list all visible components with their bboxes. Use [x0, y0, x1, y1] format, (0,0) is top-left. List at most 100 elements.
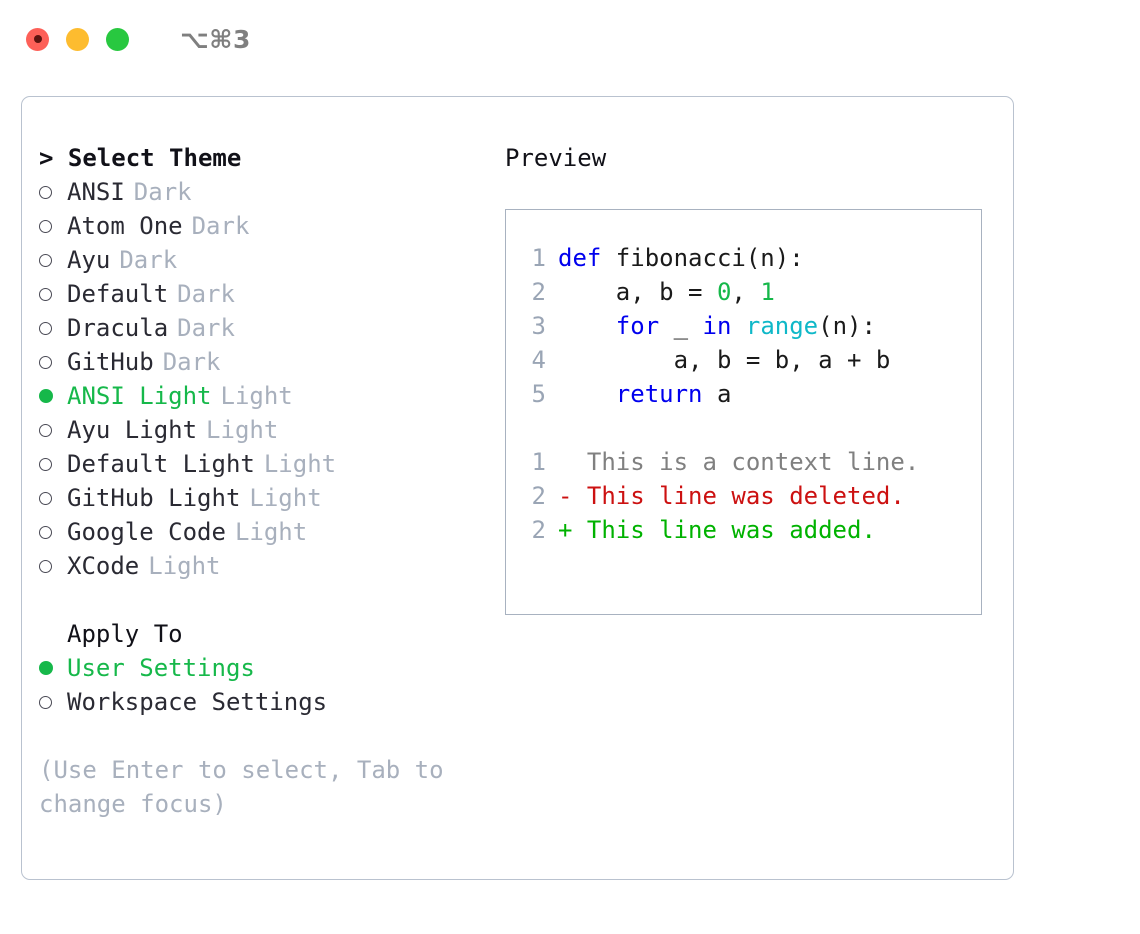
theme-category-tag: Dark	[119, 246, 178, 274]
radio-dot	[39, 185, 52, 199]
theme-name-label: Default	[67, 280, 169, 308]
diff-line-number: 2	[531, 516, 546, 544]
radio-dot	[39, 457, 52, 471]
code-token	[558, 312, 616, 340]
radio-empty-icon[interactable]	[39, 685, 67, 719]
code-token: def	[558, 244, 602, 272]
radio-empty-icon[interactable]	[39, 209, 67, 243]
code-line: 3 for _ in range(n):	[520, 309, 981, 343]
maximize-button-icon[interactable]	[106, 27, 129, 51]
code-token: a	[702, 380, 732, 408]
window-controls	[26, 27, 129, 51]
code-token: ,	[731, 278, 761, 306]
radio-dot	[39, 559, 52, 573]
radio-dot	[39, 253, 52, 267]
theme-name-label: ANSI Light	[67, 382, 212, 410]
code-token: 0	[716, 278, 732, 306]
theme-name-label: ANSI	[67, 178, 125, 206]
code-token: in	[702, 312, 732, 340]
radio-dot	[39, 219, 52, 233]
theme-category-tag: Light	[148, 552, 221, 580]
theme-list-item[interactable]: XCode Light	[39, 549, 484, 583]
apply-to-header: Apply To	[67, 620, 183, 648]
theme-category-tag: Dark	[177, 280, 235, 308]
radio-empty-icon[interactable]	[39, 243, 67, 277]
code-diff-separator	[520, 411, 981, 445]
radio-selected-icon[interactable]	[39, 379, 67, 413]
radio-empty-icon[interactable]	[39, 345, 67, 379]
window-titlebar: ⌥⌘3	[0, 0, 1140, 78]
theme-category-tag: Light	[263, 450, 337, 478]
theme-list-item[interactable]: Default Light Light	[39, 447, 484, 481]
radio-dot	[39, 661, 53, 675]
diff-marker	[558, 448, 572, 476]
preview-header: Preview	[505, 144, 607, 172]
diff-line: 1 This is a context line.	[520, 445, 981, 479]
theme-list-item[interactable]: Ayu Dark	[39, 243, 484, 277]
radio-empty-icon[interactable]	[39, 515, 67, 549]
diff-text: This is a context line.	[572, 448, 920, 476]
code-token: return	[615, 380, 703, 408]
radio-dot	[39, 423, 52, 437]
keyboard-shortcut-label: ⌥⌘3	[180, 24, 251, 54]
theme-category-tag: Dark	[191, 212, 250, 240]
radio-empty-icon[interactable]	[39, 175, 67, 209]
radio-empty-icon[interactable]	[39, 311, 67, 345]
radio-empty-icon[interactable]	[39, 413, 67, 447]
keyboard-hint-text: (Use Enter to select, Tab to change focu…	[39, 756, 459, 818]
code-line-number: 2	[531, 278, 546, 306]
diff-text: This line was deleted.	[572, 482, 905, 510]
theme-name-label: GitHub	[67, 348, 154, 376]
theme-name-label: XCode	[67, 552, 140, 580]
diff-line: 2- This line was deleted.	[520, 479, 981, 513]
code-token: a, b = b, a + b	[558, 346, 891, 374]
apply-to-label: User Settings	[67, 654, 255, 682]
code-token: fibonacci(n):	[601, 244, 804, 272]
theme-category-tag: Dark	[177, 314, 235, 342]
code-line: 5 return a	[520, 377, 981, 411]
theme-name-label: GitHub Light	[67, 484, 241, 512]
apply-to-option[interactable]: User Settings	[39, 651, 484, 685]
minimize-button-icon[interactable]	[66, 27, 89, 51]
radio-dot	[39, 287, 52, 301]
theme-category-tag: Light	[206, 416, 279, 444]
select-theme-header: > Select Theme	[39, 144, 242, 172]
code-line: 2 a, b = 0, 1	[520, 275, 981, 309]
code-line: 4 a, b = b, a + b	[520, 343, 981, 377]
theme-name-label: Ayu Light	[67, 416, 198, 444]
theme-list-item[interactable]: ANSI Dark	[39, 175, 484, 209]
theme-list-item[interactable]: Default Dark	[39, 277, 484, 311]
radio-dot	[39, 525, 52, 539]
apply-to-option[interactable]: Workspace Settings	[39, 685, 484, 719]
code-token: a, b =	[558, 278, 717, 306]
theme-category-tag: Dark	[133, 178, 192, 206]
close-button-icon[interactable]	[26, 27, 49, 51]
theme-list-item[interactable]: Ayu Light Light	[39, 413, 484, 447]
radio-empty-icon[interactable]	[39, 447, 67, 481]
radio-empty-icon[interactable]	[39, 481, 67, 515]
code-line-number: 3	[531, 312, 546, 340]
radio-dot	[39, 321, 52, 335]
radio-selected-icon[interactable]	[39, 651, 67, 685]
radio-dot	[39, 695, 52, 709]
theme-name-label: Default Light	[67, 450, 255, 478]
radio-empty-icon[interactable]	[39, 277, 67, 311]
theme-name-label: Ayu	[67, 246, 111, 274]
code-token: range	[745, 312, 819, 340]
code-token: _	[659, 312, 703, 340]
radio-empty-icon[interactable]	[39, 549, 67, 583]
list-spacer	[39, 583, 484, 617]
